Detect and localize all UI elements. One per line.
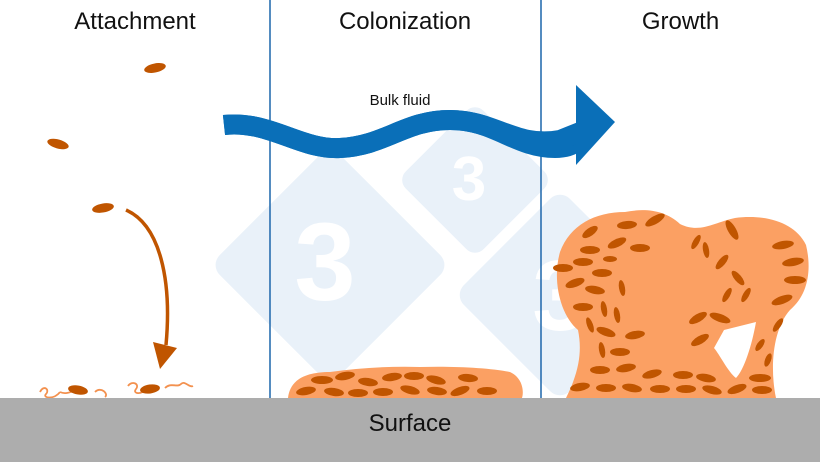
attachment-arrow (125, 208, 177, 369)
surface-label: Surface (368, 410, 452, 437)
bulk-fluid-arrow (222, 85, 615, 165)
stage-title-attachment: Attachment (74, 8, 196, 35)
colonization-biofilm (288, 366, 523, 398)
svg-text:3: 3 (294, 201, 355, 324)
attached-bacteria (39, 382, 194, 399)
surface-bar (0, 398, 820, 462)
bulk-fluid-label: Bulk fluid (369, 92, 431, 109)
stage-title-growth: Growth (641, 8, 720, 35)
svg-text:3: 3 (452, 145, 486, 214)
stage-title-colonization: Colonization (338, 8, 472, 35)
growth-biofilm (553, 210, 820, 398)
free-bacteria (47, 63, 166, 213)
